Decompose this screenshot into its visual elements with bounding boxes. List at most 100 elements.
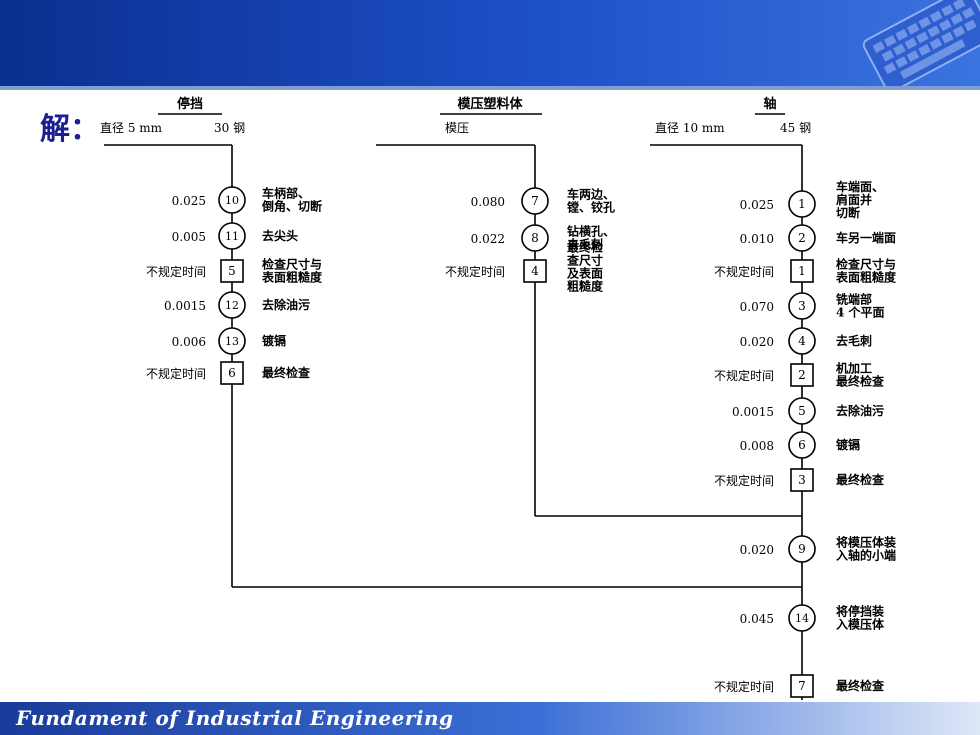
step-description: 粗糙度 bbox=[567, 279, 604, 294]
body-inspection-box bbox=[523, 259, 547, 283]
shaft-inspection-box bbox=[790, 468, 814, 492]
step-time: 0.0015 bbox=[732, 405, 774, 419]
material-spec: 模压 bbox=[445, 121, 469, 135]
shaft-operation-circle bbox=[788, 190, 816, 218]
keyboard-icon bbox=[862, 0, 980, 86]
header-divider bbox=[0, 86, 980, 90]
step-number: 6 bbox=[798, 438, 806, 452]
step-time: 0.020 bbox=[740, 543, 774, 557]
step-time: 0.080 bbox=[471, 195, 505, 209]
step-description: 表面粗糙度 bbox=[835, 270, 897, 285]
column-title: 轴 bbox=[763, 96, 776, 112]
step-number: 2 bbox=[798, 368, 806, 382]
step-number: 2 bbox=[798, 231, 806, 245]
stop-operation-circle bbox=[218, 327, 246, 355]
step-number: 11 bbox=[225, 230, 239, 243]
step-time: 不规定时间 bbox=[714, 264, 774, 279]
step-description: 最终检查 bbox=[836, 374, 885, 389]
footer-title: Fundament of Industrial Engineering bbox=[16, 706, 454, 730]
step-description: 车端面、 bbox=[836, 179, 884, 194]
step-description: 去尖头 bbox=[262, 228, 298, 243]
step-description: 入轴的小端 bbox=[836, 548, 896, 563]
step-time: 0.005 bbox=[172, 230, 206, 244]
shaft-operation-circle bbox=[788, 224, 816, 252]
step-number: 4 bbox=[531, 264, 539, 278]
shaft-operation-circle bbox=[788, 327, 816, 355]
header-banner bbox=[0, 0, 980, 86]
step-number: 8 bbox=[531, 231, 539, 245]
step-number: 4 bbox=[798, 334, 806, 348]
step-description: 去除油污 bbox=[836, 403, 884, 418]
assembly-inspection-box bbox=[790, 674, 814, 698]
step-description: 最终检查 bbox=[836, 472, 885, 487]
material-spec: 直径 5 mm bbox=[100, 121, 163, 135]
step-number: 6 bbox=[228, 366, 236, 380]
footer-bar: Fundament of Industrial Engineering bbox=[0, 702, 980, 735]
column-title: 停挡 bbox=[177, 96, 203, 112]
step-description: 4 个平面 bbox=[836, 305, 885, 320]
step-description: 最终检查 bbox=[262, 365, 311, 380]
step-number: 3 bbox=[798, 299, 806, 313]
step-number: 7 bbox=[531, 194, 539, 208]
step-number: 3 bbox=[798, 473, 806, 487]
step-description: 镀镉 bbox=[262, 333, 286, 348]
shaft-operation-circle bbox=[788, 397, 816, 425]
step-time: 0.025 bbox=[740, 198, 774, 212]
material-spec: 直径 10 mm bbox=[655, 121, 725, 135]
step-time: 不规定时间 bbox=[146, 366, 206, 381]
stop-operation-circle bbox=[218, 222, 246, 250]
step-time: 0.020 bbox=[740, 335, 774, 349]
column-title: 模压塑料体 bbox=[457, 96, 523, 112]
step-description: 入模压体 bbox=[836, 617, 885, 632]
step-description: 镗、铰孔 bbox=[567, 200, 615, 215]
step-time: 不规定时间 bbox=[445, 264, 505, 279]
step-description: 机加工 bbox=[836, 361, 872, 376]
body-operation-circle bbox=[521, 224, 549, 252]
step-description: 表面粗糙度 bbox=[261, 270, 323, 285]
step-description: 切断 bbox=[836, 205, 860, 220]
step-time: 0.045 bbox=[740, 612, 774, 626]
stop-operation-circle bbox=[218, 291, 246, 319]
step-number: 1 bbox=[798, 197, 806, 211]
step-time: 0.0015 bbox=[164, 299, 206, 313]
step-description: 将停挡装 bbox=[836, 604, 884, 619]
step-number: 5 bbox=[228, 264, 236, 278]
step-time: 0.070 bbox=[740, 300, 774, 314]
step-description: 去毛刺 bbox=[567, 237, 603, 252]
solution-label: 解： bbox=[40, 112, 100, 147]
step-description: 铣端部 bbox=[836, 292, 872, 307]
shaft-inspection-box bbox=[790, 363, 814, 387]
step-description: 检查尺寸与 bbox=[836, 257, 896, 272]
step-time: 0.010 bbox=[740, 232, 774, 246]
shaft-operation-circle bbox=[788, 431, 816, 459]
step-description: 钻横孔、 bbox=[567, 224, 615, 239]
step-description: 肩面并 bbox=[836, 192, 872, 207]
shaft-operation-circle bbox=[788, 292, 816, 320]
step-description: 去毛刺 bbox=[836, 333, 872, 348]
step-description: 及表面 bbox=[567, 266, 603, 281]
step-time: 不规定时间 bbox=[714, 679, 774, 694]
step-description: 最终检查 bbox=[836, 678, 885, 693]
stop-inspection-box bbox=[220, 259, 244, 283]
step-number: 7 bbox=[798, 679, 806, 693]
step-description: 车另一端面 bbox=[836, 230, 896, 245]
step-time: 不规定时间 bbox=[714, 368, 774, 383]
step-description: 车两边、 bbox=[567, 187, 615, 202]
step-number: 14 bbox=[795, 612, 809, 625]
step-number: 5 bbox=[798, 404, 806, 418]
step-number: 13 bbox=[225, 335, 239, 348]
step-time: 不规定时间 bbox=[714, 473, 774, 488]
body-operation-circle bbox=[521, 187, 549, 215]
step-description: 检查尺寸与 bbox=[262, 257, 322, 272]
step-description: 去除油污 bbox=[262, 297, 310, 312]
step-description: 查尺寸 bbox=[566, 253, 603, 268]
step-description: 车柄部、 bbox=[262, 186, 310, 201]
step-time: 不规定时间 bbox=[146, 264, 206, 279]
step-description: 倒角、切断 bbox=[261, 199, 322, 214]
step-time: 0.006 bbox=[172, 335, 206, 349]
material-grade: 30 钢 bbox=[214, 121, 245, 135]
assembly-operation-circle bbox=[788, 535, 816, 563]
assembly-operation-circle bbox=[788, 604, 816, 632]
step-number: 9 bbox=[798, 542, 806, 556]
